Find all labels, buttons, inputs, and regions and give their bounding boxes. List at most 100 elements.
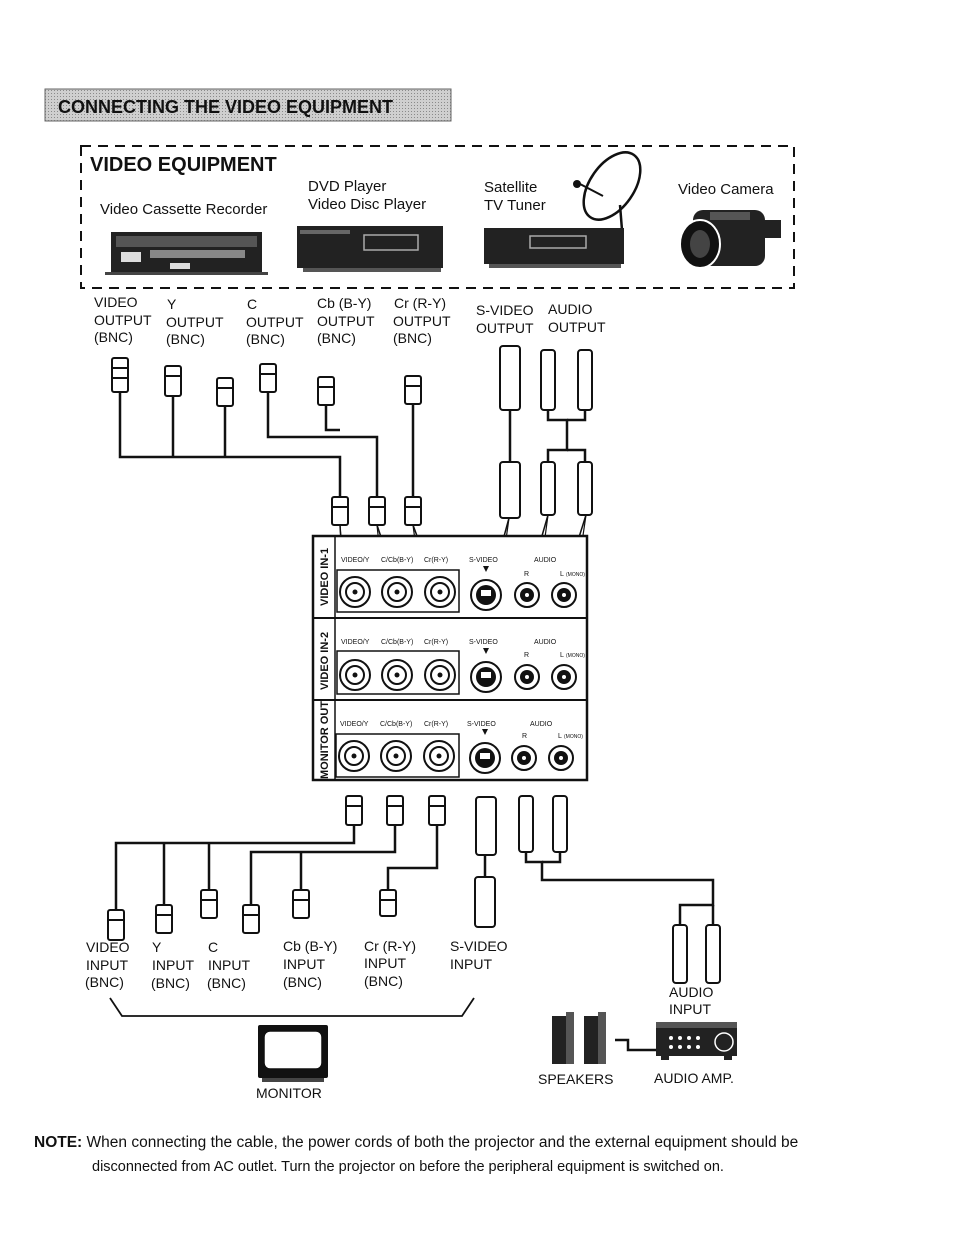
monitor-label: MONITOR — [256, 1085, 322, 1101]
src-video-out-l2: OUTPUT — [94, 312, 152, 328]
src-video-out-l3: (BNC) — [94, 329, 133, 345]
src-cr-out-l3: (BNC) — [393, 330, 432, 346]
src-y-out-l3: (BNC) — [166, 331, 205, 347]
bnc-connectors-bottom — [107, 795, 721, 984]
jack-label-mono: (MONO) — [566, 653, 585, 659]
jack-label-audio: AUDIO — [534, 557, 557, 564]
mon-svideo-in-l2: INPUT — [450, 956, 492, 972]
row-label-monitor-out: MONITOR OUT — [319, 701, 331, 779]
src-svideo-out-l1: S-VIDEO — [476, 302, 534, 318]
jack-label-r: R — [522, 733, 527, 740]
audio-jacks-1 — [514, 582, 577, 608]
speakers-icon — [552, 1012, 606, 1064]
jack-label-l: L — [560, 571, 564, 578]
dvd-label-line1: DVD Player — [308, 178, 386, 195]
bnc-jack-group-2 — [336, 650, 460, 695]
mon-c-in-l2: INPUT — [208, 957, 250, 973]
src-audio-out-l1: AUDIO — [548, 301, 592, 317]
mon-c-in-l3: (BNC) — [207, 975, 246, 991]
note-line-2: disconnected from AC outlet. Turn the pr… — [92, 1159, 724, 1175]
src-y-out-l1: Y — [167, 296, 177, 312]
jack-label-audio: AUDIO — [534, 639, 557, 646]
src-y-out-l2: OUTPUT — [166, 314, 224, 330]
src-cb-out-l3: (BNC) — [317, 330, 356, 346]
src-cb-out-l2: OUTPUT — [317, 313, 375, 329]
src-cr-out-l2: OUTPUT — [393, 313, 451, 329]
jack-label-video-y: VIDEO/Y — [341, 639, 370, 646]
jack-label-svideo: S-VIDEO — [467, 721, 496, 728]
src-c-out-l2: OUTPUT — [246, 314, 304, 330]
jack-label-video-y: VIDEO/Y — [340, 721, 369, 728]
mon-cr-in-l1: Cr (R-Y) — [364, 938, 416, 954]
jack-label-cb: C/Cb(B-Y) — [381, 557, 413, 564]
mon-cb-in-l2: INPUT — [283, 956, 325, 972]
jack-label-cr: Cr(R-Y) — [424, 721, 448, 728]
jack-label-video-y: VIDEO/Y — [341, 557, 370, 564]
note-label: NOTE: — [34, 1134, 83, 1151]
satellite-label-line2: TV Tuner — [484, 197, 546, 214]
section-header: CONNECTING THE VIDEO EQUIPMENT — [44, 88, 452, 122]
mon-video-in-l1: VIDEO — [86, 939, 130, 955]
src-video-out-l1: VIDEO — [94, 294, 138, 310]
mon-cr-in-l3: (BNC) — [364, 973, 403, 989]
mon-svideo-in-l1: S-VIDEO — [450, 938, 508, 954]
equipment-box-title: VIDEO EQUIPMENT — [90, 154, 277, 176]
src-cb-out-l1: Cb (B-Y) — [317, 295, 371, 311]
mon-video-in-l2: INPUT — [86, 957, 128, 973]
bnc-jack-group-3 — [335, 733, 460, 778]
source-output-labels: VIDEO OUTPUT (BNC) Y OUTPUT (BNC) C OUTP… — [94, 294, 606, 347]
note-block: NOTE: When connecting the cable, the pow… — [34, 1131, 914, 1179]
mon-video-in-l3: (BNC) — [85, 974, 124, 990]
satellite-tuner-icon — [484, 151, 642, 268]
jack-label-l: L — [558, 733, 562, 740]
jack-label-audio: AUDIO — [530, 721, 553, 728]
src-c-out-l3: (BNC) — [246, 331, 285, 347]
jack-label-cb: C/Cb(B-Y) — [380, 721, 412, 728]
section-title: CONNECTING THE VIDEO EQUIPMENT — [58, 97, 393, 117]
jack-label-cr: Cr(R-Y) — [424, 639, 448, 646]
jack-row-3-labels: VIDEO/Y C/Cb(B-Y) Cr(R-Y) S-VIDEO AUDIO … — [340, 721, 583, 740]
audio-input-l1: AUDIO — [669, 984, 713, 1000]
dvd-player-icon — [297, 226, 443, 272]
jack-label-r: R — [524, 652, 529, 659]
mon-cb-in-l3: (BNC) — [283, 974, 322, 990]
video-camera-icon — [679, 210, 781, 269]
row-label-video-in-1: VIDEO IN-1 — [319, 548, 331, 606]
monitor-input-labels: VIDEO INPUT (BNC) Y INPUT (BNC) C INPUT … — [85, 938, 508, 991]
svideo-jack-3 — [469, 729, 501, 774]
audio-amp-label: AUDIO AMP. — [654, 1070, 734, 1086]
monitor-icon — [258, 1025, 328, 1082]
speakers-label: SPEAKERS — [538, 1071, 613, 1087]
monitor-brace — [109, 997, 475, 1017]
jack-label-cb: C/Cb(B-Y) — [381, 639, 413, 646]
svideo-jack-1 — [470, 566, 502, 611]
mon-cb-in-l1: Cb (B-Y) — [283, 938, 337, 954]
mon-y-in-l3: (BNC) — [151, 975, 190, 991]
audio-input-l2: INPUT — [669, 1001, 711, 1017]
vcr-label: Video Cassette Recorder — [100, 201, 267, 218]
src-svideo-out-l2: OUTPUT — [476, 320, 534, 336]
note-line-1: When connecting the cable, the power cor… — [86, 1134, 799, 1151]
row-label-video-in-2: VIDEO IN-2 — [319, 632, 331, 690]
svideo-jack-2 — [470, 648, 502, 693]
jack-label-r: R — [524, 571, 529, 578]
vcr-icon — [105, 232, 268, 275]
video-equipment-box: VIDEO EQUIPMENT Video Cassette Recorder … — [80, 145, 795, 289]
audio-jacks-3 — [511, 745, 574, 771]
projector-terminal-panel: VIDEO IN-1 VIDEO IN-2 MONITOR OUT VIDEO/… — [311, 534, 589, 782]
mon-y-in-l2: INPUT — [152, 957, 194, 973]
output-cables — [114, 825, 715, 1052]
mon-cr-in-l2: INPUT — [364, 955, 406, 971]
jack-label-mono: (MONO) — [566, 572, 585, 578]
audio-jacks-2 — [514, 664, 577, 690]
jack-label-svideo: S-VIDEO — [469, 639, 498, 646]
jack-label-mono: (MONO) — [564, 734, 583, 740]
audio-amp-icon — [656, 1022, 737, 1060]
jack-row-1: VIDEO/Y C/Cb(B-Y) Cr(R-Y) S-VIDEO AUDIO … — [341, 557, 585, 578]
jack-row-2-labels: VIDEO/Y C/Cb(B-Y) Cr(R-Y) S-VIDEO AUDIO … — [341, 639, 585, 659]
src-cr-out-l1: Cr (R-Y) — [394, 295, 446, 311]
dvd-label-line2: Video Disc Player — [308, 196, 426, 213]
bnc-connectors-top — [111, 345, 593, 526]
src-c-out-l1: C — [247, 296, 257, 312]
